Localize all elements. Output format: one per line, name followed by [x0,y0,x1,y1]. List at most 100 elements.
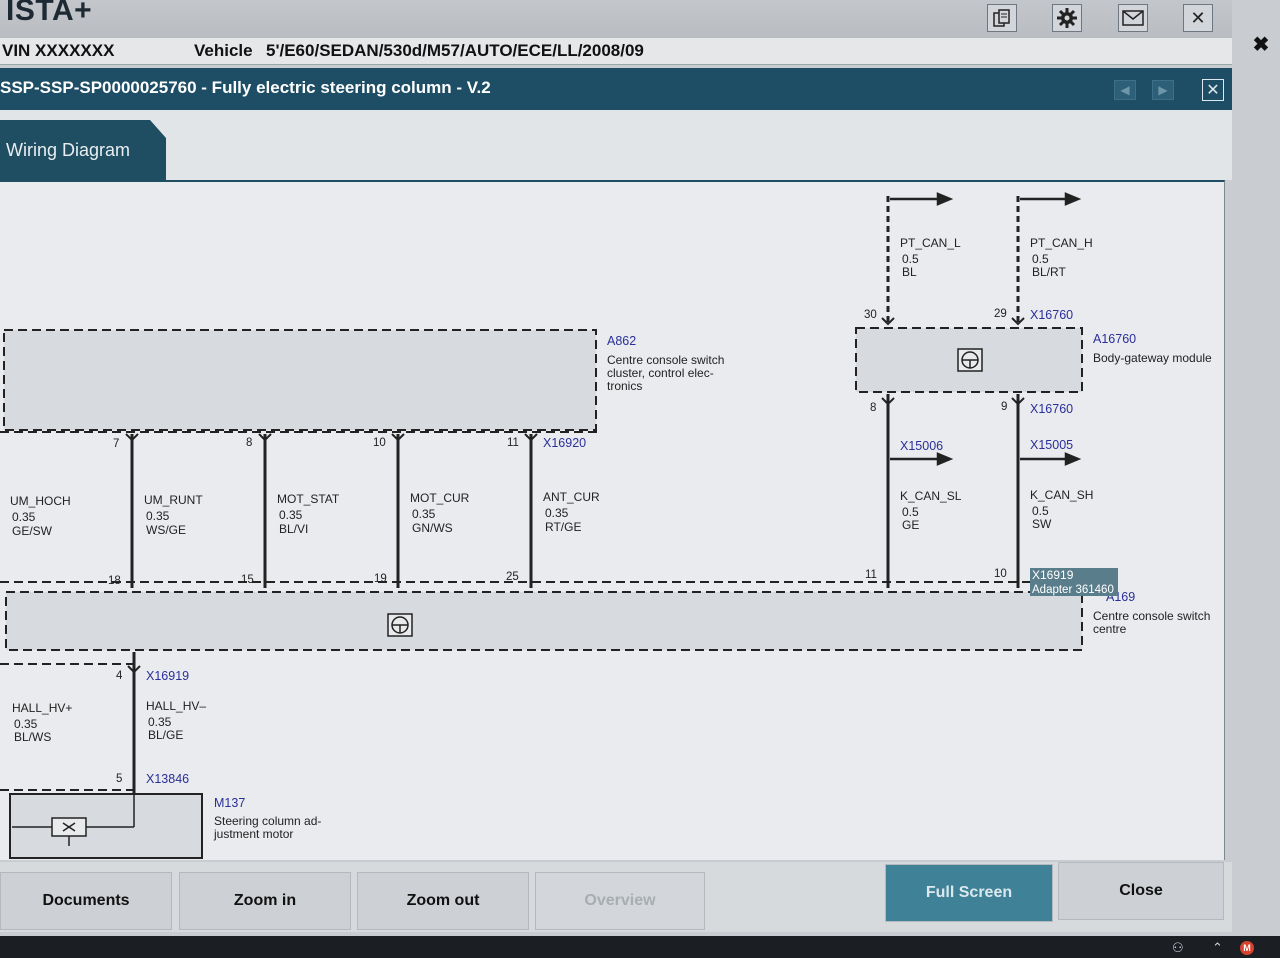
app-title: ISTA+ [6,0,93,27]
component-id-a16760[interactable]: A16760 [1093,332,1136,346]
close-icon: ✕ [1206,82,1220,99]
pin-number: 11 [507,437,519,449]
component-desc-m137: justment motor [213,827,293,841]
wire-size: 0.5 [902,505,919,519]
wire-color: BL/VI [279,522,308,536]
wire-size: 0.35 [14,717,38,731]
wire-color: WS/GE [146,523,186,537]
wire-color: GE [902,518,919,532]
wire-name: MOT_CUR [410,491,470,505]
tooltip-connector-desc: Adapter 361460 [1032,584,1114,596]
component-desc-a862: Centre console switch [607,353,724,367]
pin-number: 8 [246,437,252,449]
motor-symbol-icon [12,794,135,846]
wire-name: MOT_STAT [277,492,340,506]
component-m137-box[interactable] [9,793,203,859]
pin-number: 29 [994,308,1007,320]
pin-number: 8 [870,402,876,414]
component-a862-box[interactable] [3,329,597,431]
pin-number: 18 [108,575,121,587]
wire-size: 0.35 [148,715,172,729]
component-a169-box[interactable] [5,591,1083,651]
wire-size: 0.35 [12,510,36,524]
arrow-right-icon: ▶ [1158,83,1168,97]
pin-number: 11 [865,569,877,581]
connector-x16919[interactable]: X16919 [146,669,189,683]
connector-x16760[interactable]: X16760 [1030,402,1073,416]
connector-x16760[interactable]: X16760 [1030,308,1073,322]
close-icon: ✖ [1252,33,1270,56]
wire-name: UM_RUNT [144,493,203,507]
close-icon: ✕ [1190,7,1206,28]
wire-color: SW [1032,517,1052,531]
wire-name: K_CAN_SH [1030,488,1093,502]
vehicle-bar: VIN XXXXXXX Vehicle 5'/E60/SEDAN/530d/M5… [0,38,1232,65]
component-id-a862[interactable]: A862 [607,334,636,348]
pin-number: 25 [506,571,519,583]
people-icon[interactable]: ⚇ [1172,940,1184,955]
gear-icon [1057,8,1077,28]
os-taskbar [0,936,1280,958]
zoom-in-button[interactable]: Zoom in [179,872,351,930]
mail-app-icon[interactable]: M [1240,941,1254,955]
outer-close-button[interactable]: ✖ [1250,33,1272,56]
steering-wheel-icon [957,348,983,372]
mail-button[interactable] [1118,4,1148,32]
component-id-m137[interactable]: M137 [214,796,245,810]
document-copy-icon-button[interactable] [987,4,1017,32]
component-desc-a862: tronics [607,379,642,393]
wiring-diagram: A862 Centre console switch cluster, cont… [0,192,1212,859]
wire-name: HALL_HV+ [12,701,72,715]
wire-size: 0.5 [902,252,919,266]
wire-size: 0.35 [412,507,436,521]
pin-number: 10 [373,437,386,449]
pin-number: 15 [241,574,254,586]
wire-color: GN/WS [412,521,453,535]
wiring-diagram-canvas[interactable]: A862 Centre console switch cluster, cont… [0,180,1225,860]
connector-x16920[interactable]: X16920 [543,436,586,450]
close-button[interactable]: Close [1058,862,1224,920]
wire-color: RT/GE [545,520,581,534]
pin-number: 30 [864,309,877,321]
tooltip-connector-id: X16919 [1032,568,1074,582]
chevron-up-icon[interactable]: ⌃ [1212,940,1223,955]
app-header [0,0,1232,38]
zoom-out-button[interactable]: Zoom out [357,872,529,930]
document-title-bar: SSP-SSP-SP0000025760 - Fully electric st… [0,68,1232,110]
wire-color: BL/RT [1032,265,1066,279]
connector-x13846[interactable]: X13846 [146,772,189,786]
document-close-button[interactable]: ✕ [1202,79,1224,101]
wire-name: PT_CAN_H [1030,236,1093,250]
document-copy-icon [993,9,1010,27]
pin-number: 4 [116,670,123,682]
wire-color: BL/GE [148,728,183,742]
component-desc-a16760: Body-gateway module [1093,351,1212,365]
tab-label: Wiring Diagram [6,140,131,160]
full-screen-button[interactable]: Full Screen [885,864,1053,922]
settings-button[interactable] [1052,4,1082,32]
connector-tooltip: X16919 Adapter 361460 [1030,568,1118,596]
wire-size: 0.35 [279,508,303,522]
overview-button[interactable]: Overview [535,872,705,930]
vehicle-value: 5'/E60/SEDAN/530d/M57/AUTO/ECE/LL/2008/0… [266,41,644,60]
app-close-button[interactable]: ✕ [1183,4,1213,32]
previous-button[interactable]: ◀ [1114,80,1136,100]
wire-color: BL/WS [14,730,51,744]
component-desc-a862: cluster, control elec- [607,366,714,380]
documents-button[interactable]: Documents [0,872,172,930]
tab-wiring-diagram[interactable]: Wiring Diagram [0,120,166,180]
vehicle-label: Vehicle [194,41,253,60]
wire-size: 0.5 [1032,252,1049,266]
vin-text: VIN XXXXXXX [2,41,115,60]
wire-name: K_CAN_SL [900,489,962,503]
steering-wheel-icon [387,613,413,637]
connector-x15006[interactable]: X15006 [900,439,943,453]
wire-name: ANT_CUR [543,490,600,504]
next-button[interactable]: ▶ [1152,80,1174,100]
connector-x15005[interactable]: X15005 [1030,438,1073,452]
pin-number: 19 [374,573,387,585]
arrow-left-icon: ◀ [1120,83,1130,97]
pin-number: 7 [113,438,119,450]
wire-color: BL [902,265,917,279]
bottom-toolbar: Documents Zoom in Zoom out Overview Full… [0,862,1232,932]
